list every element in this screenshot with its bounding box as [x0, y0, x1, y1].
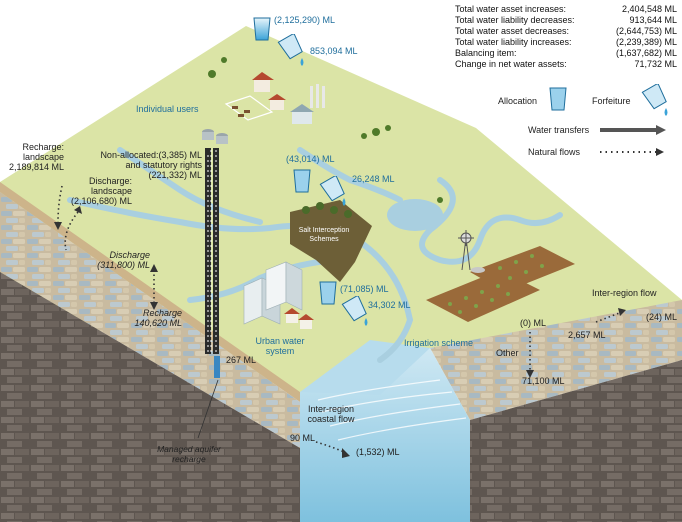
- summary-value: 2,404,548 ML: [621, 4, 677, 14]
- irrigation-fields: [426, 246, 575, 322]
- legend-natural-flows-label: Natural flows: [528, 147, 581, 157]
- other-label: Other: [496, 348, 519, 358]
- coastal-surface: [300, 340, 430, 395]
- managed-recharge-pointer: [197, 379, 219, 439]
- urban-forfeiture-value: 34,302 ML: [368, 300, 411, 310]
- aquifer-recharge-line: Recharge: [142, 308, 182, 318]
- summary-label: Change in net water assets:: [455, 59, 567, 69]
- summary-value: 71,732 ML: [634, 59, 677, 69]
- salt-allocation-value: (43,014) ML: [286, 154, 335, 164]
- aquifer-discharge-line: Discharge: [109, 250, 150, 260]
- salt-forfeiture-value: 26,248 ML: [352, 174, 395, 184]
- recharge-value: 2,189,814 ML: [8, 162, 64, 172]
- right-aquifer-face: [430, 300, 682, 420]
- coastal-label-line: Inter-region: [307, 404, 355, 414]
- legend-allocation-cup-icon: [549, 87, 567, 111]
- non-allocated-value: (221,332) ML: [148, 170, 202, 180]
- other-outflow-value: 71,100 ML: [522, 376, 565, 386]
- legend-water-transfers-label: Water transfers: [528, 125, 590, 135]
- salt-schemes-label-line: Salt Interception: [298, 227, 350, 234]
- summary-label: Total water liability decreases:: [455, 15, 575, 25]
- non-allocated-line: and statutory rights: [125, 160, 202, 170]
- salt-allocation-cup-icon: [293, 169, 311, 193]
- salt-forfeiture-cup-icon: [319, 176, 346, 206]
- inter-region-outflow-value: (24) ML: [646, 312, 678, 322]
- legend-forfeiture-cup-icon: [641, 84, 668, 116]
- aquifer-recharge-value: 140,620 ML: [134, 318, 182, 328]
- top-allocation-value: (2,125,290) ML: [274, 15, 336, 25]
- right-bedrock-face: [470, 360, 682, 522]
- summary-label: Total water asset decreases:: [455, 26, 570, 36]
- non-allocated-line: Non-allocated:(3,385) ML: [100, 150, 202, 160]
- discharge-landscape-label: Discharge:landscape(2,106,680) ML: [60, 176, 132, 206]
- coastal-outflow-value: (1,532) ML: [356, 447, 400, 457]
- forfeiture-cup-icon: [277, 34, 304, 66]
- recharge-line: landscape: [22, 152, 64, 162]
- allocation-cup-icon: [253, 17, 271, 41]
- coastal-inflow-value: 90 ML: [290, 433, 316, 443]
- urban-label-line: system: [265, 346, 295, 356]
- salt-scheme-area: [290, 200, 372, 282]
- summary-value: 913,644 ML: [629, 15, 677, 25]
- left-aquifer-face: [0, 192, 300, 448]
- inter-region-inflow-value: 2,657 ML: [568, 330, 606, 340]
- left-soil-face: [0, 182, 300, 402]
- urban-allocation-value: (71,085) ML: [340, 284, 389, 294]
- summary-value: (1,637,682) ML: [615, 48, 677, 58]
- aquifer-discharge-label: Discharge(311,800) ML: [86, 250, 150, 270]
- discharge-line: landscape: [90, 186, 132, 196]
- managed-recharge-value: 267 ML: [226, 355, 257, 365]
- discharge-value: (2,106,680) ML: [70, 196, 132, 206]
- salt-schemes-label-line: Schemes: [309, 236, 339, 243]
- summary-value: (2,239,389) ML: [615, 37, 677, 47]
- trees: [208, 57, 443, 203]
- legend-forfeiture-label: Forfeiture: [592, 96, 631, 106]
- bore-tanks: [202, 129, 228, 144]
- urban-forfeiture-cup-icon: [341, 296, 368, 326]
- urban-buildings: [243, 261, 314, 329]
- windmill-icon: [458, 230, 474, 271]
- aquifer-discharge-value: (311,800) ML: [97, 260, 150, 270]
- discharge-line: Discharge:: [88, 176, 132, 186]
- individual-users-label: Individual users: [136, 104, 199, 114]
- natural-flow-arrows: [57, 185, 623, 453]
- managed-label-line: Managed aquifer: [157, 444, 221, 454]
- summary-label: Total water asset increases:: [455, 4, 567, 14]
- managed-label-line: recharge: [172, 454, 206, 464]
- urban-label-line: Urban water: [255, 336, 305, 346]
- top-forfeiture-value: 853,094 ML: [310, 46, 358, 56]
- farm-buildings: [224, 72, 325, 124]
- irrigation-scheme-label: Irrigation scheme: [404, 338, 474, 348]
- legend-allocation-label: Allocation: [498, 96, 538, 106]
- summary-value: (2,644,753) ML: [615, 26, 677, 36]
- recharge-line: Recharge:: [22, 142, 64, 152]
- lake: [387, 199, 443, 231]
- natural-flow-arrowheads: [54, 206, 626, 458]
- summary-label: Balancing item:: [455, 48, 517, 58]
- other-inflow-value: (0) ML: [520, 318, 547, 328]
- left-bedrock-face: [0, 272, 300, 522]
- summary-label: Total water liability increases:: [455, 37, 572, 47]
- inter-region-flow-label: Inter-region flow: [592, 288, 657, 298]
- urban-allocation-cup-icon: [319, 281, 337, 305]
- coastal-label-line: coastal flow: [307, 414, 355, 424]
